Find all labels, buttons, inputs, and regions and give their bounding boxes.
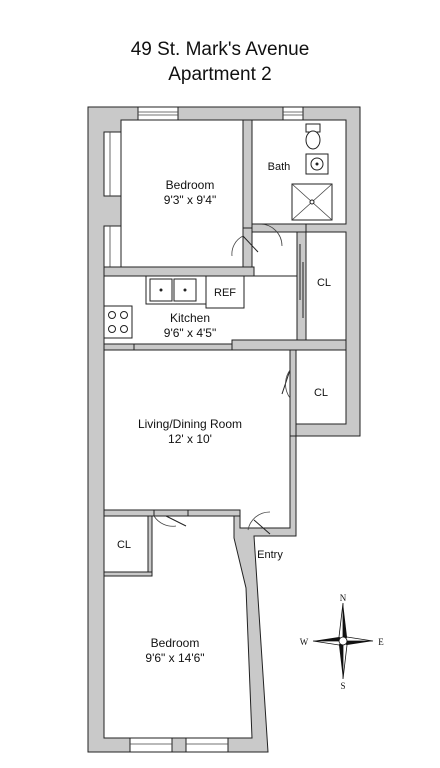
closet-2-name: CL [314, 387, 328, 399]
living-size: 12' x 10' [168, 432, 212, 446]
bedroom-bottom-name: Bedroom [151, 636, 200, 650]
windows-left [103, 131, 122, 269]
windows-top [137, 106, 304, 121]
plan-title-address: 49 St. Mark's Avenue [130, 39, 310, 60]
bedroom-top-floor [120, 119, 244, 268]
compass-e: E [378, 637, 384, 647]
kitchen-name: Kitchen [170, 311, 210, 325]
closet-2-floor [295, 349, 347, 425]
doors [153, 223, 304, 535]
room-floors [103, 119, 347, 739]
bedroom-top-size: 9'3" x 9'4" [164, 193, 216, 207]
entry-label: Entry [257, 549, 283, 561]
bath-fixtures [291, 123, 333, 221]
windows-bottom [129, 737, 229, 753]
ref-label: REF [214, 287, 236, 299]
kitchen-size: 9'6" x 4'5" [164, 326, 216, 340]
bath-name: Bath [268, 161, 291, 173]
compass-s: S [340, 681, 345, 691]
kitchen-fixtures [103, 275, 245, 339]
interior-walls [103, 119, 347, 577]
bedroom-top-name: Bedroom [166, 178, 215, 192]
living-name: Living/Dining Room [138, 417, 242, 431]
bedroom-bottom-size: 9'6" x 14'6" [145, 651, 204, 665]
compass-w: W [300, 637, 309, 647]
plan-title-unit: Apartment 2 [168, 64, 272, 85]
compass-n: N [340, 593, 347, 603]
compass-rose-icon: N S E W [300, 593, 385, 691]
closet-3-name: CL [117, 539, 131, 551]
closet-1-name: CL [317, 277, 331, 289]
